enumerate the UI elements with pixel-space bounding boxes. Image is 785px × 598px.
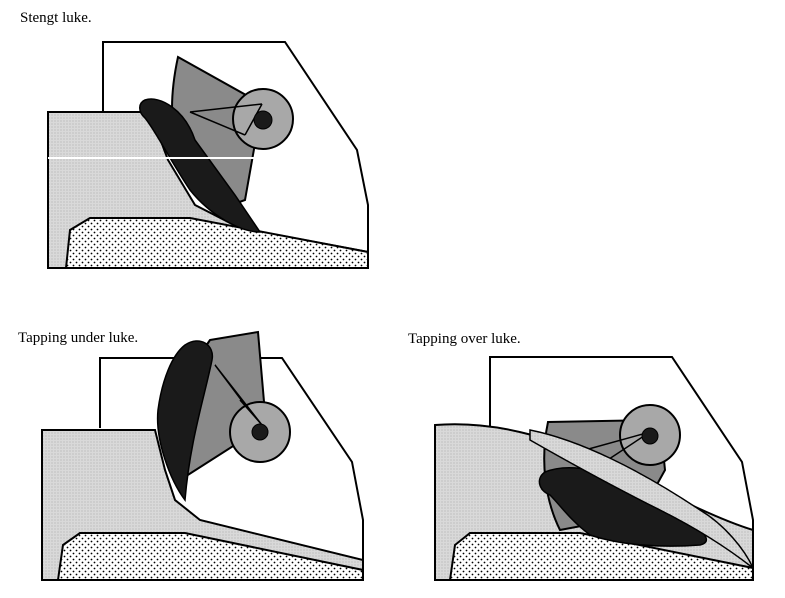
overflow-sheet	[529, 429, 754, 569]
hinge-dot	[251, 423, 269, 441]
ground	[64, 217, 369, 269]
label-closed-gate: Stengt luke.	[20, 10, 92, 26]
label-flow-over-gate: Tapping over luke.	[408, 331, 521, 347]
ground	[448, 532, 754, 581]
housing-outline	[99, 357, 364, 580]
seal-flap	[156, 340, 214, 503]
panel-flow-under-gate	[41, 330, 364, 581]
seal-flap	[139, 98, 262, 233]
ground	[56, 532, 364, 581]
panel-closed-gate	[47, 41, 369, 269]
hinge-dot	[253, 110, 273, 130]
housing-outline	[102, 41, 369, 268]
hinge-dot	[641, 427, 659, 445]
label-flow-under-gate: Tapping under luke.	[18, 330, 139, 346]
gate-arm	[189, 103, 263, 136]
gate-arm	[214, 364, 263, 426]
panel-flow-over-gate	[434, 356, 754, 581]
